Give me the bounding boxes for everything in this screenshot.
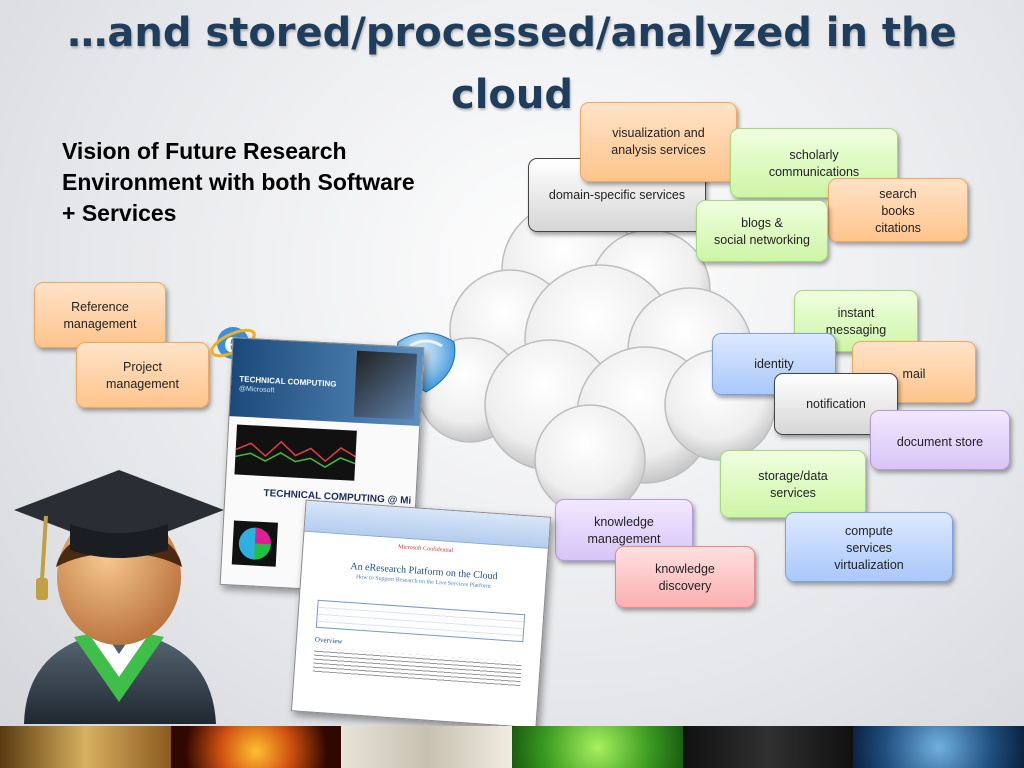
document-store-box: document store: [870, 410, 1010, 470]
storage-data-services-box: storage/data services: [720, 450, 866, 518]
strip-paper-image: [341, 726, 513, 768]
strip-chalkboard-image: [682, 726, 854, 768]
screen-photo: [353, 350, 418, 420]
eresearch-document-window: Microsoft Confidential An eResearch Plat…: [290, 499, 552, 729]
screen-pie-chart: [231, 520, 278, 567]
strip-globe-image: [853, 726, 1024, 768]
slide-title: …and stored/processed/analyzed in the cl…: [67, 10, 957, 118]
strip-books-image: [0, 726, 171, 768]
bottom-image-strip: [0, 726, 1024, 768]
compute-services-virtualization-box: compute services virtualization: [785, 512, 953, 582]
document-table: [315, 599, 526, 643]
project-management-box: Project management: [76, 342, 209, 408]
technical-computing-screen: TECHNICAL COMPUTING @Microsoft TECHNICAL…: [219, 337, 425, 595]
blogs-social-networking-box: blogs & social networking: [696, 200, 828, 262]
slide-subtitle: Vision of Future Research Environment wi…: [62, 138, 415, 226]
visualization-services-box: visualization and analysis services: [580, 102, 737, 182]
screen-header-subtitle: @Microsoft: [238, 385, 275, 395]
reference-management-box: Reference management: [34, 282, 166, 348]
knowledge-discovery-box: knowledge discovery: [615, 546, 755, 608]
search-books-citations-box: search books citations: [828, 178, 968, 242]
screen-line-chart: [234, 424, 357, 481]
strip-leaf-image: [512, 726, 683, 768]
strip-sun-image: [170, 726, 342, 768]
graduate-avatar-icon: [14, 470, 224, 724]
screen-header: TECHNICAL COMPUTING @Microsoft: [229, 338, 424, 427]
